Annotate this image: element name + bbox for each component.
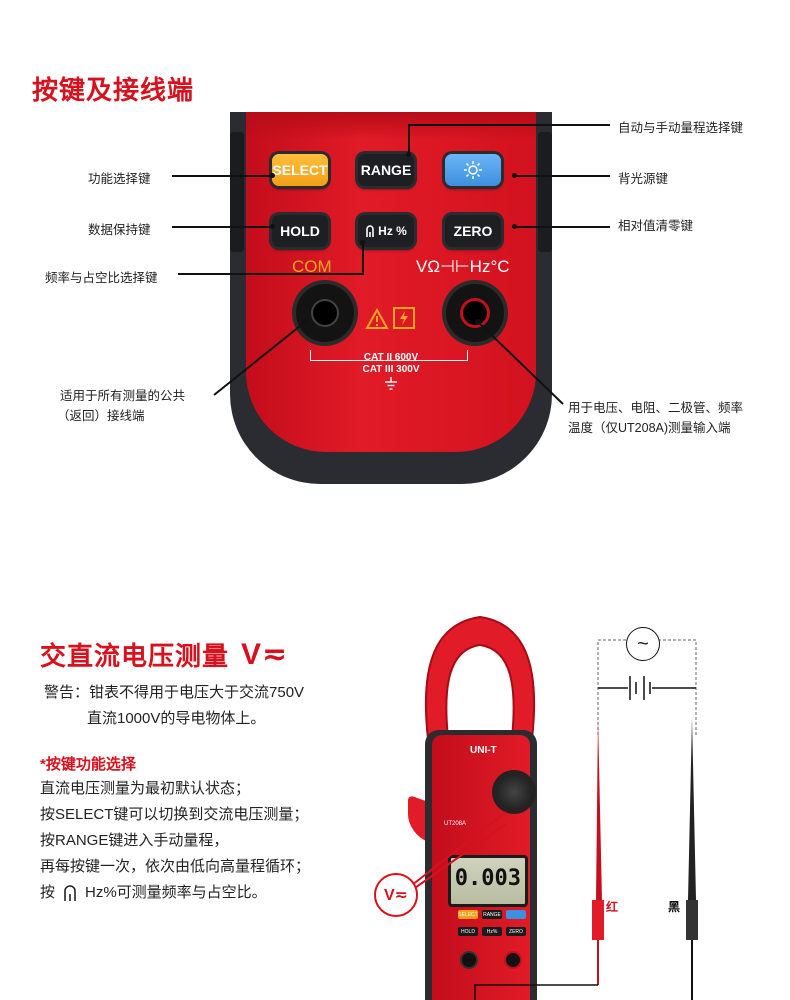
ac-source-icon: ~ [626,627,660,661]
clamp-icon [366,225,374,237]
mini-input-jack [506,953,520,967]
instructions: 直流电压测量为最初默认状态； 按SELECT键可以切换到交流电压测量； 按RAN… [40,776,380,906]
last-line-prefix: 按 [40,884,56,901]
hz-key-label: Hz % [378,224,407,238]
callout-relative-zero: 相对值清零键 [618,219,694,233]
select-key[interactable]: SELECT [272,154,328,186]
callout-input-line2: 温度（仅UT208A)测量输入端 [568,421,731,435]
high-voltage-icon [393,307,415,329]
instruction-line: 按 Hz%可测量频率与占空比。 [40,880,380,906]
lead-red-label: 红 [606,900,619,914]
acdc-voltage-symbol: V≂ [241,638,289,671]
callout-backlight: 背光源键 [618,172,669,186]
input-jack[interactable] [446,284,504,342]
backlight-key[interactable] [445,154,501,186]
lead-black-label: 黑 [668,900,681,914]
meter-top-illustration: SELECT RANGE HOLD Hz % ZERO COM VΩ⊣⊢Hz°C… [230,112,552,484]
mini-hold-key[interactable]: HOLD [458,927,478,936]
voltage-title-text: 交直流电压测量 [40,641,230,671]
callout-auto-manual-range: 自动与手动量程选择键 [618,121,744,135]
clamp-icon [64,885,76,901]
key-function-subheading: *按键功能选择 [40,756,136,773]
ground-icon [385,377,397,390]
model-label: UT208A [444,821,467,827]
warning-line2: 直流1000V的导电物体上。 [87,710,266,727]
mini-hz-key[interactable]: Hz% [482,927,502,936]
callout-function-select: 功能选择键 [88,172,151,186]
hold-key[interactable]: HOLD [272,215,328,247]
instruction-line: 按RANGE键进入手动量程， [40,832,229,849]
hz-duty-key[interactable]: Hz % [358,215,414,247]
input-label: VΩ⊣⊢Hz°C [416,257,510,276]
zero-key[interactable]: ZERO [445,215,501,247]
callout-input-line1: 用于电压、电阻、二极管、频率 [568,401,744,415]
instruction-line: 再每按键一次，依次由低向高量程循环； [40,858,311,875]
mini-zero-key[interactable]: ZERO [506,927,526,936]
mini-light-key[interactable] [506,910,526,919]
callout-com-line2: （返回）接线端 [57,409,145,423]
com-jack[interactable] [296,284,354,342]
clamp-meter-illustration: UNI-T UT208A 0.003 SELECT RANGE HOLD Hz%… [400,605,560,1000]
last-line-suffix: Hz%可测量频率与占空比。 [85,884,267,901]
brand-label: UNI-T [470,745,497,756]
mini-range-key[interactable]: RANGE [482,910,502,919]
mini-select-key[interactable]: SELECT [458,910,478,919]
callout-com-line1: 适用于所有测量的公共 [60,389,186,403]
warning-label: 警告： [44,684,90,701]
sun-icon [464,161,482,179]
mini-com-jack [462,953,476,967]
lcd-display: 0.003 [448,855,528,907]
section-title-keys: 按键及接线端 [32,75,195,105]
instruction-line: 直流电压测量为最初默认状态； [40,780,251,797]
warning-block: 警告：钳表不得用于电压大于交流750V 直流1000V的导电物体上。 [44,680,364,732]
callout-data-hold: 数据保持键 [88,223,151,237]
cat-rating-2: CAT III 300V [362,364,420,375]
callout-freq-duty: 频率与占空比选择键 [45,271,158,285]
lcd-reading: 0.003 [454,866,521,891]
dial-badge: V≂ [374,873,418,917]
cat-bracket [310,350,468,361]
cat-rating-1: CAT II 600V [363,352,419,363]
rotary-dial[interactable] [495,773,533,811]
instruction-line: 按SELECT键可以切换到交流电压测量； [40,806,309,823]
warning-icon [365,308,389,329]
section-title-voltage: 交直流电压测量 V≂ [40,636,288,673]
range-key[interactable]: RANGE [358,154,414,186]
warning-line1: 钳表不得用于电压大于交流750V [89,684,305,701]
com-label: COM [292,257,332,276]
